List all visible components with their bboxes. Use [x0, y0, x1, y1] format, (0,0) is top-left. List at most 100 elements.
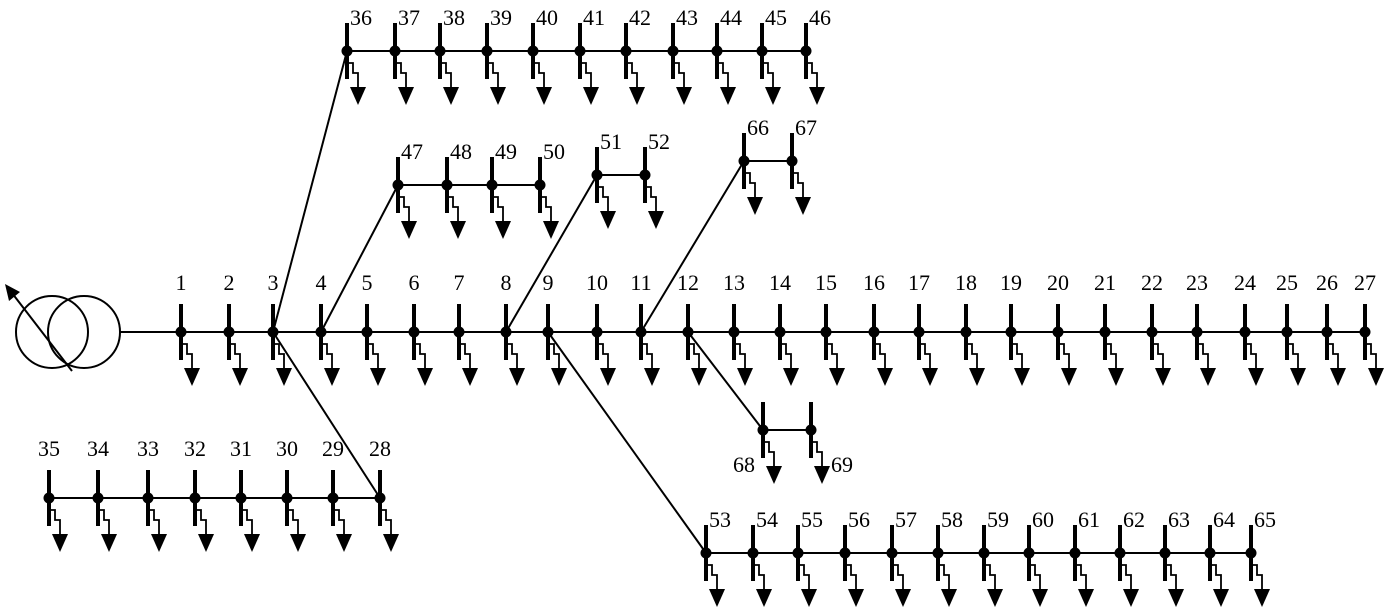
bus-12: 12 [677, 270, 707, 386]
bus-node-dot [728, 326, 740, 338]
load-connector [580, 62, 592, 87]
bus-label: 3 [268, 270, 279, 295]
load-arrow-icon [1061, 368, 1077, 386]
bus-58: 58 [932, 507, 963, 607]
bus-39: 39 [481, 5, 512, 105]
load-arrow-icon [1200, 368, 1216, 386]
load-connector [398, 196, 410, 221]
load-connector [1210, 564, 1222, 589]
bus-label: 4 [316, 270, 327, 295]
bus-node-dot [682, 326, 694, 338]
bus-node-dot [792, 547, 804, 559]
load-connector [548, 343, 560, 368]
bus-node-dot [738, 155, 750, 167]
load-connector [845, 564, 857, 589]
bus-node-dot [868, 326, 880, 338]
bus-node-dot [639, 169, 651, 181]
bus-label: 39 [490, 5, 512, 30]
load-connector [1251, 564, 1263, 589]
bus-node-dot [43, 492, 55, 504]
bus-label: 31 [230, 436, 252, 461]
load-arrow-icon [922, 368, 938, 386]
load-connector [287, 509, 299, 534]
load-connector [1152, 343, 1164, 368]
load-connector [734, 343, 746, 368]
bus-38: 38 [434, 5, 465, 105]
load-connector [229, 343, 241, 368]
bus-node-dot [142, 492, 154, 504]
load-connector [966, 343, 978, 368]
bus-node-dot [774, 326, 786, 338]
load-arrow-icon [829, 368, 845, 386]
load-arrow-icon [1254, 589, 1270, 607]
bus-label: 55 [801, 507, 823, 532]
bus-11: 11 [630, 270, 660, 386]
bus-1: 1 [175, 270, 200, 386]
load-arrow-icon [370, 368, 386, 386]
bus-label: 43 [676, 5, 698, 30]
bus-9: 9 [542, 270, 567, 386]
bus-53: 53 [700, 507, 731, 607]
bus-label: 7 [454, 270, 465, 295]
load-arrow-icon [895, 589, 911, 607]
bus-label: 16 [863, 270, 885, 295]
load-arrow-icon [1032, 589, 1048, 607]
load-arrow-icon [1213, 589, 1229, 607]
load-connector [367, 343, 379, 368]
load-arrow-icon [600, 211, 616, 229]
bus-label: 20 [1047, 270, 1069, 295]
bus-node-dot [408, 326, 420, 338]
load-arrow-icon [52, 534, 68, 552]
line-4-47 [320, 184, 399, 333]
load-connector [459, 343, 471, 368]
load-arrow-icon [969, 368, 985, 386]
bus-65: 65 [1245, 507, 1276, 607]
bus-label: 49 [495, 139, 517, 164]
load-connector [641, 343, 653, 368]
bus-label: 19 [1000, 270, 1022, 295]
bus-node-dot [1281, 326, 1293, 338]
bus-node-dot [1099, 326, 1111, 338]
bus-label: 40 [536, 5, 558, 30]
load-connector [744, 172, 756, 197]
bus-label: 47 [401, 139, 423, 164]
line-3-28 [272, 331, 381, 499]
load-connector [414, 343, 426, 368]
bus-35: 35 [38, 436, 68, 552]
bus-51: 51 [591, 129, 622, 229]
bus-label: 61 [1078, 507, 1100, 532]
load-connector [1058, 343, 1070, 368]
bus-node-dot [667, 45, 679, 57]
load-arrow-icon [551, 368, 567, 386]
load-connector [148, 509, 160, 534]
load-connector [49, 509, 61, 534]
bus-node-dot [542, 326, 554, 338]
bus-label: 46 [809, 5, 831, 30]
load-connector [1029, 564, 1041, 589]
load-connector [1197, 343, 1209, 368]
bus-label: 68 [733, 452, 755, 477]
load-connector [195, 509, 207, 534]
load-arrow-icon [783, 368, 799, 386]
bus-59: 59 [978, 507, 1009, 607]
load-connector [626, 62, 638, 87]
bus-5: 5 [361, 270, 386, 386]
bus-34: 34 [87, 436, 117, 552]
load-connector [798, 564, 810, 589]
load-arrow-icon [509, 368, 525, 386]
bus-node-dot [486, 179, 498, 191]
bus-node-dot [913, 326, 925, 338]
bus-node-dot [805, 424, 817, 436]
bus-label: 58 [941, 507, 963, 532]
bus-27: 27 [1354, 270, 1384, 386]
bus-node-dot [886, 547, 898, 559]
bus-25: 25 [1276, 270, 1306, 386]
bus-49: 49 [486, 139, 517, 239]
bus-node-dot [711, 45, 723, 57]
bus-67: 67 [786, 115, 817, 215]
load-arrow-icon [1368, 368, 1384, 386]
bus-7: 7 [453, 270, 478, 386]
load-arrow-icon [450, 221, 466, 239]
bus-15: 15 [815, 270, 845, 386]
bus-10: 10 [586, 270, 616, 386]
